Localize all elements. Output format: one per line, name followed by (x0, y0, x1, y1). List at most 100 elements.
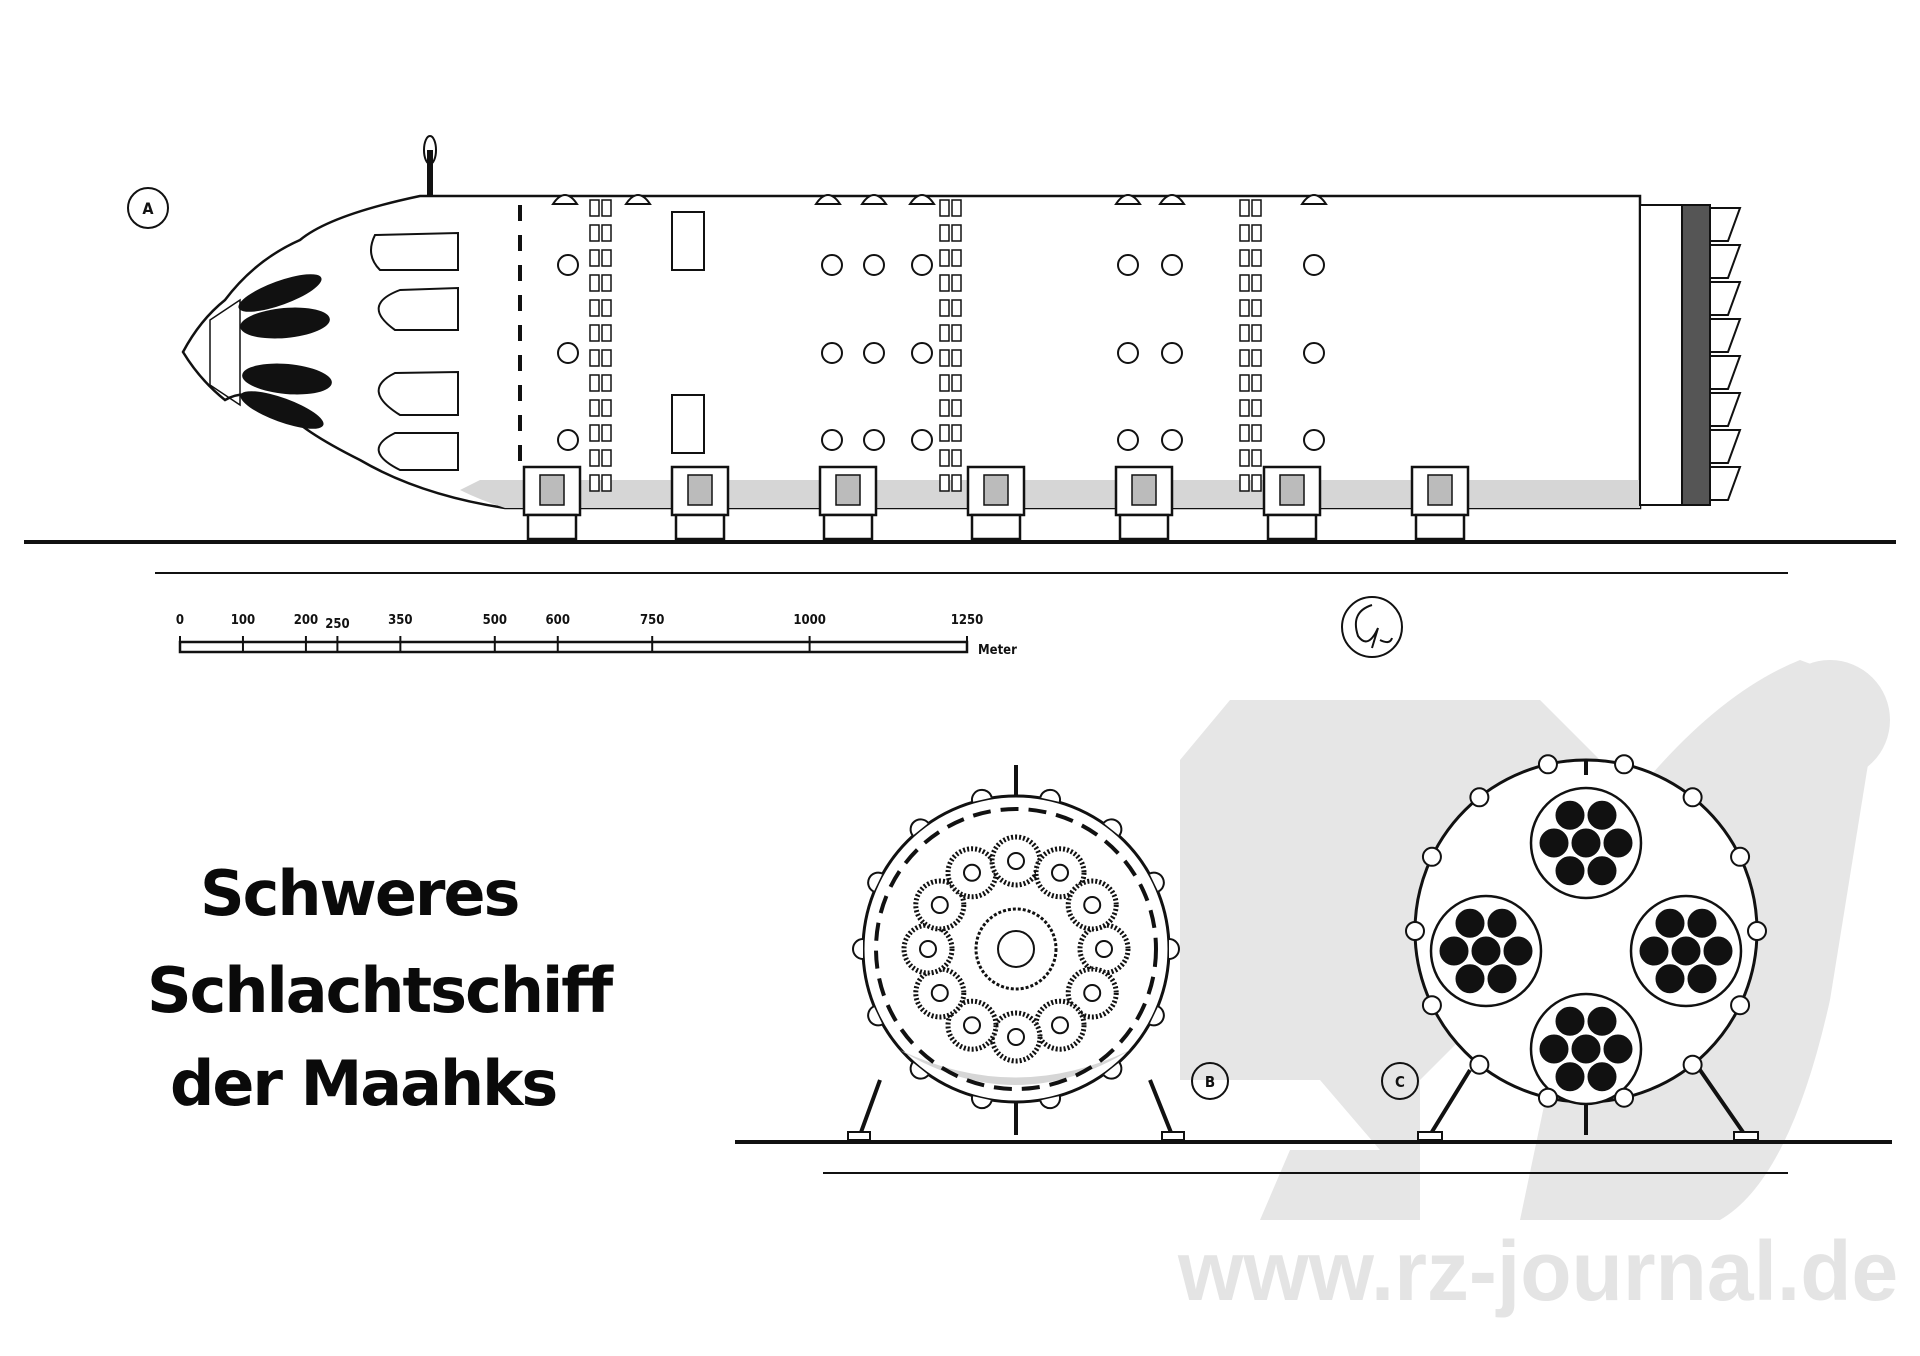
thruster-hub (1007, 1028, 1025, 1046)
engine-nozzle (1709, 392, 1742, 427)
porthole (1161, 429, 1183, 451)
engine-nozzle-dark (1554, 799, 1586, 831)
hull-window (1251, 474, 1262, 492)
engine-nozzle-dark (1654, 963, 1686, 995)
hull-window (589, 249, 600, 267)
scale-tick-label: 600 (546, 613, 570, 628)
scale-tick-label: 250 (325, 617, 349, 632)
porthole (911, 429, 933, 451)
thruster-hub (963, 863, 981, 882)
hull-window (951, 324, 962, 342)
scale-unit: Meter (978, 643, 1017, 658)
thruster-hub (1051, 1016, 1069, 1035)
hull-window (951, 299, 962, 317)
hull-window (589, 449, 600, 467)
hull-bump (1102, 1061, 1123, 1080)
porthole (1161, 342, 1183, 364)
hull-bump (1039, 788, 1062, 803)
hull-window (1251, 449, 1262, 467)
hull-window (1239, 374, 1250, 392)
thruster-hub (1007, 852, 1025, 870)
title-block: Schweres Schlachtschiff der Maahks (147, 857, 616, 1120)
svg-text:C: C (1395, 1073, 1405, 1091)
engine-nozzle-dark (1586, 855, 1618, 887)
scale-tick-label: 500 (483, 613, 507, 628)
hull-window (1239, 274, 1250, 292)
hull-bump (1149, 871, 1165, 893)
engine-nozzle-dark (1538, 1033, 1570, 1065)
porthole (821, 342, 843, 364)
porthole (557, 342, 579, 364)
hull-window (939, 349, 950, 367)
thruster-hub (1051, 863, 1069, 882)
engine-nozzle (1709, 244, 1742, 279)
engine-nozzle-dark (1454, 963, 1486, 995)
hull-bump (1537, 754, 1558, 775)
hull-bump (1102, 818, 1123, 837)
hull-window (951, 224, 962, 242)
hull-window (939, 399, 950, 417)
porthole (821, 429, 843, 451)
engine-nozzle-dark (1654, 907, 1686, 939)
hull-window (601, 224, 612, 242)
engine-nozzle-dark (1670, 935, 1702, 967)
engine-nozzle (1709, 466, 1742, 501)
hull-window (951, 474, 962, 492)
hull-window (1239, 399, 1250, 417)
landing-foot (1414, 513, 1466, 541)
hull-window (939, 374, 950, 392)
hull-window (589, 324, 600, 342)
hull-bump (852, 938, 864, 960)
landing-foot (1266, 513, 1318, 541)
hull-window (589, 374, 600, 392)
porthole (911, 254, 933, 276)
hull-window (1251, 399, 1262, 417)
hull-window (601, 349, 612, 367)
hull-bump (867, 871, 883, 893)
porthole (557, 254, 579, 276)
porthole (557, 429, 579, 451)
hull-dome (908, 194, 936, 205)
engine-nozzle-dark (1486, 963, 1518, 995)
hull-window (1239, 199, 1250, 217)
view-label-b: B (1191, 1062, 1229, 1100)
engine-nozzle-dark (1554, 855, 1586, 887)
hull-window (951, 399, 962, 417)
hull-dome (1158, 194, 1186, 205)
scale-tick-label: 350 (388, 613, 412, 628)
hull-window (1251, 249, 1262, 267)
hull-dome (1114, 194, 1142, 205)
engine-nozzle-dark (1502, 935, 1534, 967)
hull-window (951, 349, 962, 367)
hull-bump (1682, 787, 1703, 808)
thruster-hub (1083, 896, 1102, 914)
scale-tick-label: 1000 (793, 613, 826, 628)
engine-nozzle-dark (1586, 1061, 1618, 1093)
hull-window (939, 224, 950, 242)
porthole (863, 254, 885, 276)
thruster-hub (919, 940, 937, 958)
engine-nozzle-dark (1454, 907, 1486, 939)
central-hub (997, 930, 1035, 968)
engine-nozzle (1709, 355, 1742, 390)
landing-foot (1118, 513, 1170, 541)
hull-window (1251, 199, 1262, 217)
hull-window (1251, 224, 1262, 242)
hull-window (951, 374, 962, 392)
landing-leg-strut (1131, 474, 1157, 506)
hull-window (601, 374, 612, 392)
hull-window (601, 299, 612, 317)
hull-window (601, 399, 612, 417)
hull-bump (1149, 1005, 1165, 1027)
hull-bump (909, 1061, 930, 1080)
porthole (1117, 254, 1139, 276)
hull-bump (1730, 846, 1751, 867)
landing-foot (674, 513, 726, 541)
engine-nozzle-dark (1570, 827, 1602, 859)
engine-nozzle (1709, 429, 1742, 464)
hull-window (1239, 349, 1250, 367)
hull-bump (1682, 1054, 1703, 1075)
scale-tick-label: 750 (640, 613, 664, 628)
scale-tick-label: 200 (294, 613, 318, 628)
